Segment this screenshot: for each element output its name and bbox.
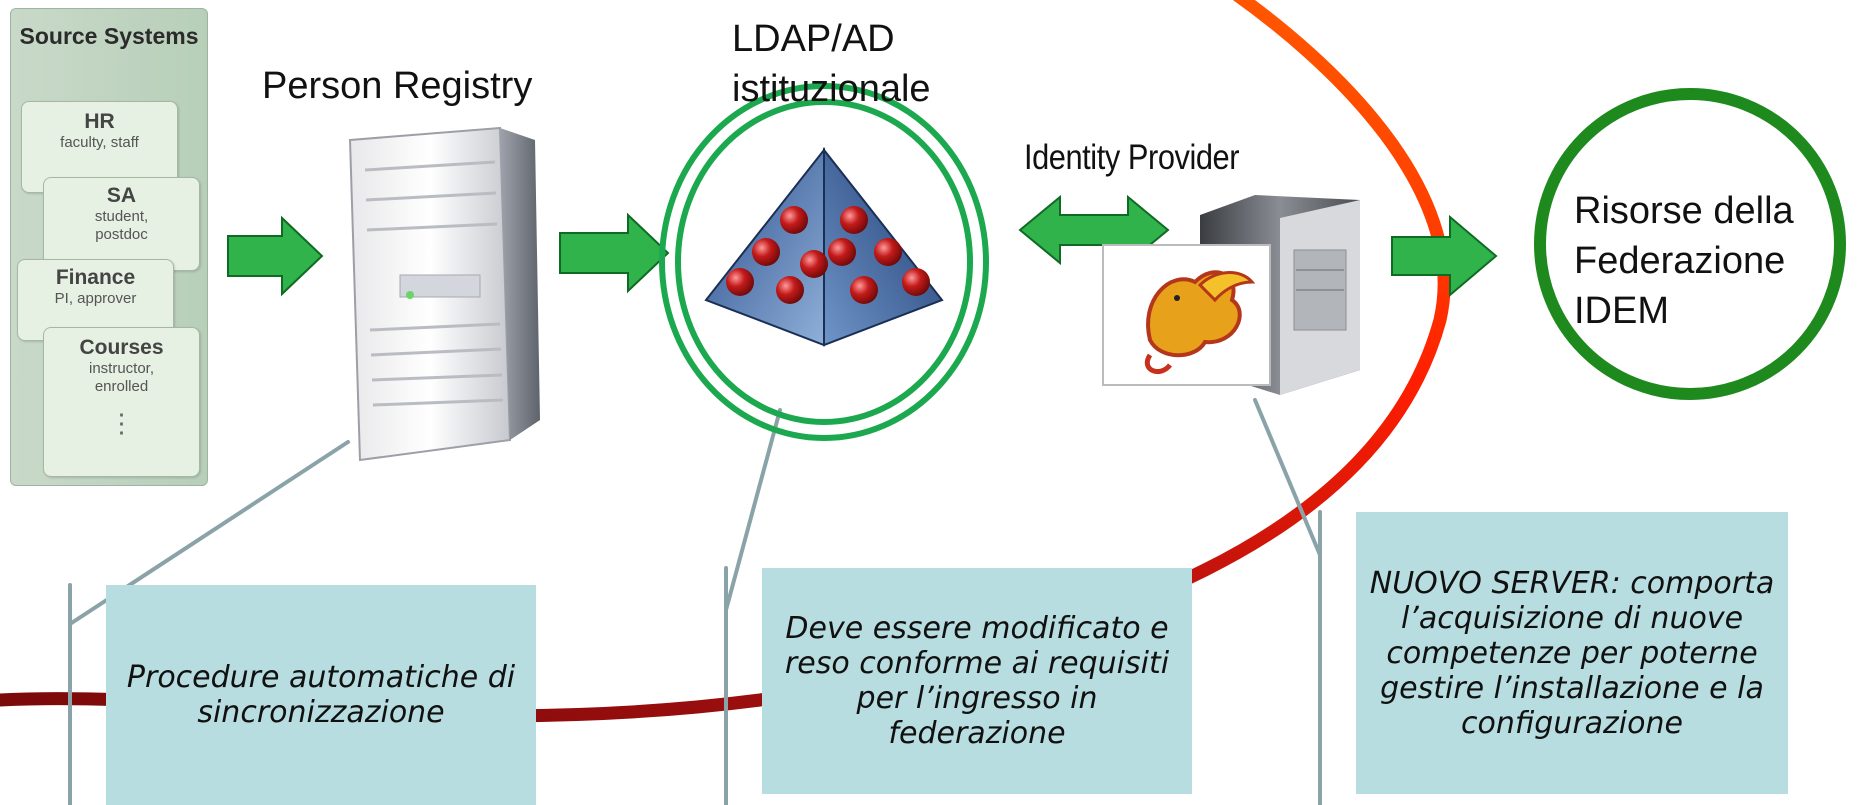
federation-resources-label: Risorse della Federazione IDEM bbox=[1574, 190, 1794, 332]
directory-pyramid-icon bbox=[704, 147, 944, 347]
system-name: SA bbox=[106, 184, 137, 207]
system-name: HR bbox=[84, 110, 115, 133]
system-name: Finance bbox=[55, 266, 136, 289]
callout-sync: Procedure automatiche di sincronizzazion… bbox=[106, 585, 536, 805]
system-desc: instructor, enrolled bbox=[88, 360, 155, 395]
person-registry-label: Person Registry bbox=[262, 65, 533, 107]
source-systems-title: Source Systems bbox=[19, 23, 199, 49]
system-desc: student, postdoc bbox=[94, 208, 149, 243]
system-desc: faculty, staff bbox=[60, 134, 139, 151]
ldap-ring-inner bbox=[675, 99, 973, 425]
connector-line-ldap-diag bbox=[724, 408, 782, 612]
system-card-sa: SA student, postdoc bbox=[43, 177, 200, 271]
arrow-right-icon bbox=[1391, 214, 1498, 298]
system-desc: PI, approver bbox=[54, 290, 137, 307]
federation-ring bbox=[1534, 88, 1846, 400]
connector-line-idp-diag bbox=[1253, 398, 1322, 557]
server-icon bbox=[348, 126, 540, 462]
arrow-right-icon bbox=[559, 212, 670, 294]
arrow-right-icon bbox=[227, 215, 324, 297]
ldap-label: LDAP/AD istituzionale bbox=[732, 18, 931, 110]
system-name: Courses bbox=[79, 336, 164, 359]
ldap-ring-outer bbox=[659, 83, 989, 441]
identity-provider-label: Identity Provider bbox=[1024, 138, 1240, 177]
callout-ldap: Deve essere modificato e reso conforme a… bbox=[762, 568, 1192, 794]
source-systems-panel: Source Systems HR faculty, staff SA stud… bbox=[10, 8, 208, 486]
callout-new-server: NUOVO SERVER: comporta l’acquisizione di… bbox=[1356, 512, 1788, 794]
system-card-courses: Courses instructor, enrolled ⋮ bbox=[43, 327, 200, 477]
more-indicator: ⋮ bbox=[108, 408, 135, 438]
shibboleth-griffin-icon bbox=[1102, 244, 1271, 386]
